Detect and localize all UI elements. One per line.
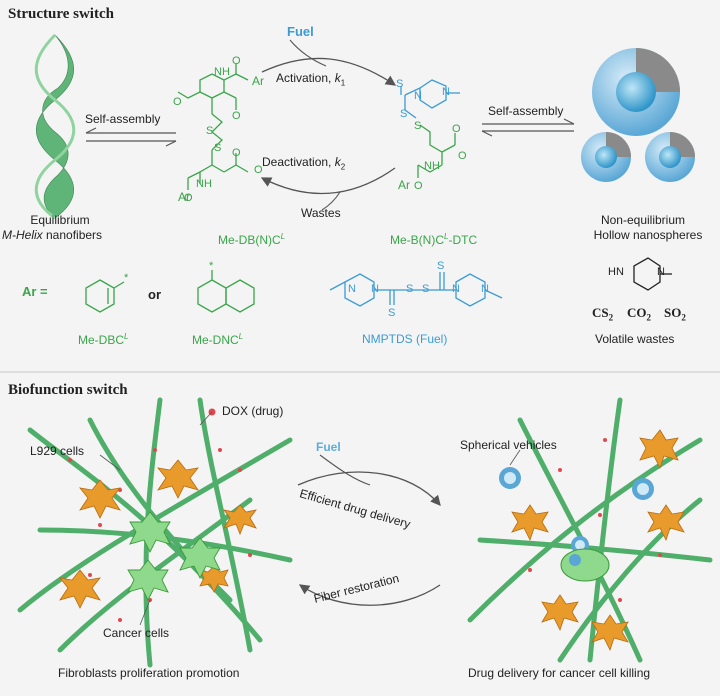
atom-s-1: S (206, 125, 214, 137)
ar-equals-label: Ar = (22, 284, 48, 299)
co2-label: CO2 (627, 305, 651, 323)
atom-o-r1: O (452, 123, 461, 135)
hollow-nanospheres (581, 48, 695, 182)
benzene-star: * (124, 272, 129, 284)
piperazine-n: N (657, 266, 665, 278)
right-caption: Drug delivery for cancer cell killing (468, 666, 651, 680)
hollow-nanospheres-label: Hollow nanospheres (593, 228, 703, 242)
atom-s-r1: S (396, 78, 404, 90)
dnc-label: Me-DNCL (192, 332, 244, 347)
nmptds-n3: N (452, 283, 460, 295)
dying-cancer-cell (560, 548, 610, 582)
right-fiber-drugs (528, 438, 662, 602)
atom-s-r3: S (414, 120, 422, 132)
molecule-me-bnc-dtc (417, 124, 456, 178)
ar-top: Ar (252, 74, 264, 88)
naphthalene-structure (197, 270, 255, 313)
activation-arrow (261, 57, 397, 86)
spherical-vehicles-label: Spherical vehicles (460, 438, 557, 452)
left-caption: Fibroblasts proliferation promotion (58, 666, 240, 680)
m-helix-label: M-Helix nanofibers (2, 228, 103, 242)
ar-right: Ar (398, 178, 410, 192)
atom-o-r3: O (414, 180, 423, 192)
non-equilibrium-label: Non-equilibrium (600, 213, 686, 227)
deactivation-label: Deactivation, k2 (262, 155, 346, 172)
atom-o-r2: O (458, 150, 467, 162)
dtc-group (400, 79, 460, 119)
nmptds-s4: S (437, 260, 445, 272)
nmptds-s1: S (388, 307, 396, 319)
l929-label: L929 cells (30, 444, 85, 458)
nmptds-label: NMPTDS (Fuel) (362, 332, 448, 346)
mol-left-label: Me-DB(N)CL (218, 232, 286, 247)
nmptds-n2: N (371, 283, 379, 295)
section1-title: Structure switch (8, 6, 114, 22)
atom-o-1: O (232, 55, 241, 67)
cancer-cells-label: Cancer cells (103, 626, 170, 640)
helix-nanofiber (34, 33, 76, 220)
l929-cells (59, 459, 257, 609)
equilibrium-label: Equilibrium (30, 213, 90, 227)
atom-nh-2: NH (196, 178, 212, 190)
naphthalene-star: * (209, 260, 214, 272)
atom-s-r2: S (400, 108, 408, 120)
dox-marker (199, 408, 216, 426)
fuel-label-bottom: Fuel (316, 440, 341, 454)
atom-n-r1: N (414, 90, 422, 102)
section2-title: Biofunction switch (8, 382, 128, 398)
dox-label: DOX (drug) (222, 404, 284, 418)
wastes-output-arrow (321, 191, 341, 211)
nmptds-n4: N (481, 283, 489, 295)
right-l929-cells (511, 429, 685, 652)
deactivation-arrow (260, 167, 396, 195)
cancer-cells (127, 511, 221, 602)
dbc-label: Me-DBCL (78, 332, 129, 347)
nmptds-s3: S (422, 283, 430, 295)
atom-o-3: O (173, 96, 182, 108)
nmptds-structure (329, 272, 503, 307)
wastes-label: Wastes (301, 206, 341, 220)
nmptds-s2: S (406, 283, 414, 295)
fuel-label-top: Fuel (287, 24, 314, 39)
benzene-structure (85, 279, 125, 313)
atom-nh-1: NH (214, 66, 230, 78)
volatile-wastes-label: Volatile wastes (595, 332, 675, 346)
atom-o-6: O (184, 192, 193, 204)
atom-o-2: O (232, 110, 241, 122)
fuel-input-arrow (289, 39, 327, 67)
atom-o-5: O (254, 164, 263, 176)
efficient-delivery-arrow (297, 471, 441, 506)
molecule-me-dbnc (177, 64, 249, 190)
atom-s-2: S (214, 142, 222, 154)
atom-o-4: O (232, 147, 241, 159)
so2-label: SO2 (664, 305, 686, 323)
activation-label: Activation, k1 (276, 71, 346, 88)
spherical-vehicles (499, 467, 654, 554)
ar-bottom: Ar (178, 190, 190, 204)
atom-nh-r: NH (424, 160, 440, 172)
self-assembly-right-label: Self-assembly (488, 104, 564, 118)
piperazine-hn: HN (608, 266, 624, 278)
cs2-label: CS2 (592, 305, 614, 323)
fiber-restoration-arrow (298, 584, 441, 606)
atom-n-r2: N (442, 86, 450, 98)
mol-right-label: Me-B(N)CL-DTC (390, 232, 478, 247)
self-assembly-left-label: Self-assembly (85, 112, 161, 126)
piperazine-waste (633, 257, 672, 291)
nmptds-n1: N (348, 283, 356, 295)
or-label: or (148, 287, 161, 302)
